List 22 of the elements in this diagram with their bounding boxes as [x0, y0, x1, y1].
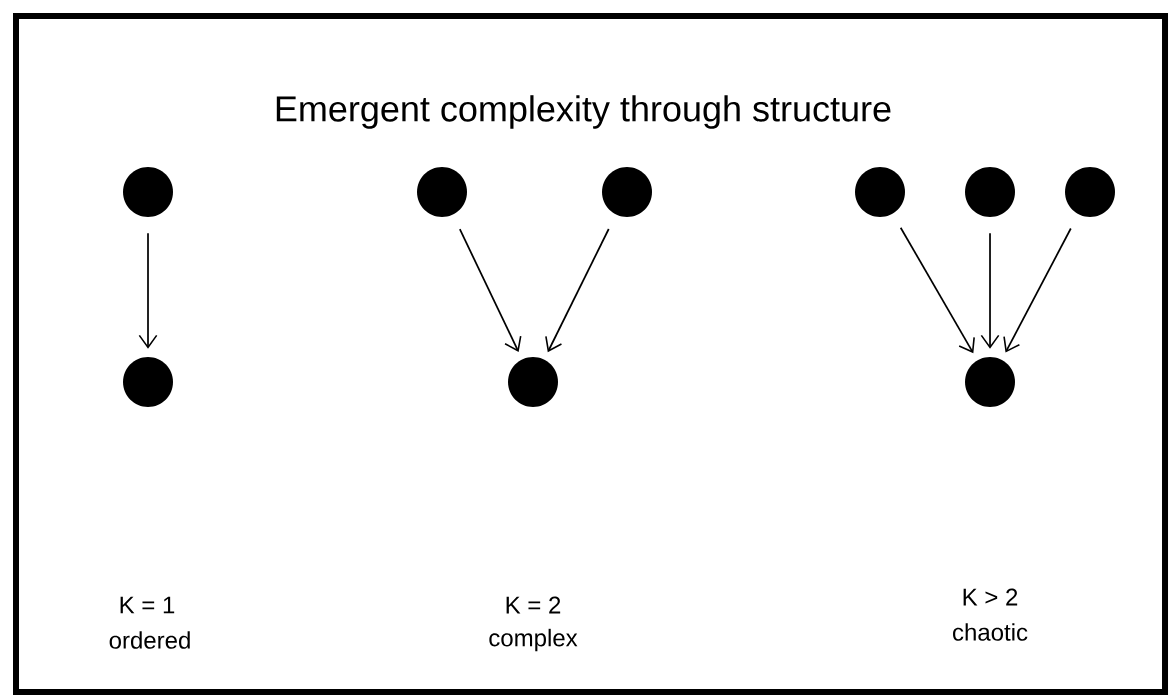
- arrow: [545, 228, 610, 353]
- dot: [508, 357, 558, 407]
- arrow: [1003, 227, 1072, 353]
- arrow: [980, 232, 1000, 349]
- dot: [123, 357, 173, 407]
- text-label: K > 2: [963, 588, 1018, 606]
- dot: [602, 167, 652, 217]
- dot: [417, 167, 467, 217]
- text-label: complex: [489, 628, 578, 652]
- text-label: chaotic: [953, 623, 1028, 641]
- arrow: [458, 228, 522, 352]
- dot: [123, 167, 173, 217]
- arrow: [899, 226, 975, 354]
- dot: [965, 357, 1015, 407]
- title: Emergent complexity through structure: [276, 95, 891, 129]
- text-label: K = 1: [120, 596, 175, 614]
- dot: [965, 167, 1015, 217]
- arrow: [138, 232, 158, 349]
- text-label: ordered: [109, 631, 190, 649]
- text-label: K = 2: [506, 596, 561, 614]
- dot: [1065, 167, 1115, 217]
- dot: [855, 167, 905, 217]
